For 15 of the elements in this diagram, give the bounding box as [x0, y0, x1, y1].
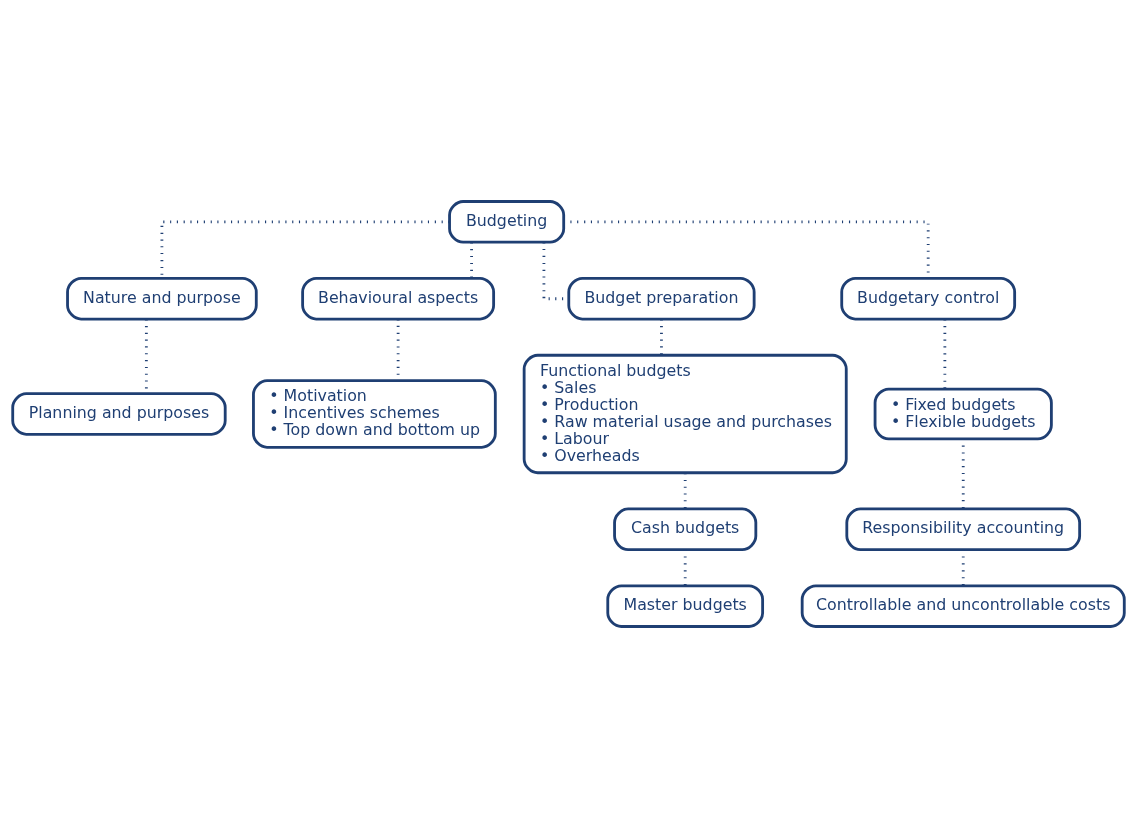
node-box: • Fixed budgets • Flexible budgets: [873, 387, 1053, 441]
node-box: Budgetary control: [840, 276, 1017, 321]
connector: [943, 319, 947, 389]
node-box: Responsibility accounting: [845, 507, 1082, 552]
node-box: Master budgets: [606, 584, 765, 628]
node-box: Planning and purposes: [11, 392, 227, 436]
node-box: Budgeting: [448, 200, 566, 244]
node-box: Budget preparation: [567, 276, 756, 321]
node-box: Nature and purpose: [66, 276, 258, 321]
node-box: Behavioural aspects: [301, 276, 496, 321]
connector: [660, 319, 663, 355]
node-box: • Motivation • Incentives schemes • Top down and bottom up: [252, 379, 497, 449]
node-box: Cash budgets: [613, 507, 758, 552]
node-box: Functional budgets • Sales • Production • Raw material usage and purchases • Labour • Overheads: [522, 353, 848, 475]
node-box: Controllable and uncontrollable costs: [800, 584, 1126, 628]
